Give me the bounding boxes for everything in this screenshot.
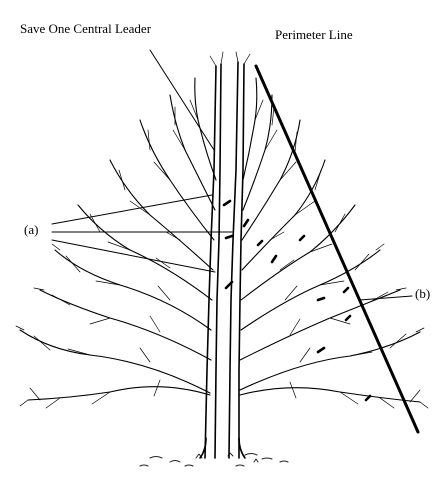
right-trunk [228, 61, 239, 459]
ground-shading [139, 452, 289, 467]
b-pointer [359, 295, 413, 301]
a-pointer-lower [51, 239, 216, 273]
trunks [199, 61, 246, 459]
callout-lines [51, 49, 413, 301]
label-a: (a) [24, 222, 39, 237]
twigs [15, 51, 429, 409]
central-leader-label: Save One Central Leader [20, 21, 152, 36]
perimeter-line-label: Perimeter Line [275, 27, 353, 42]
perimeter-line [254, 64, 420, 434]
label-b: (b) [415, 286, 431, 301]
a-pointer-upper [51, 194, 213, 225]
central-leader-pointer [149, 49, 215, 151]
left-trunk [204, 65, 217, 459]
cut-marks [222, 199, 372, 402]
